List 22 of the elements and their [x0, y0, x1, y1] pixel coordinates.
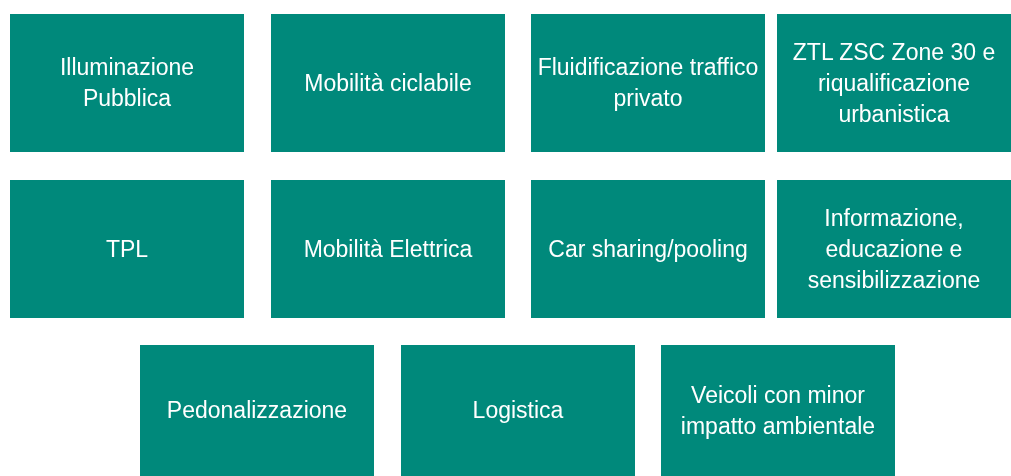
topic-box	[777, 14, 1011, 152]
box-label: Pedonalizzazione	[166, 396, 348, 425]
topic-box	[140, 345, 374, 476]
box-label: ZTL ZSC Zone 30 e riqualificazione urbanistica	[791, 37, 997, 129]
box-label: Mobilità Elettrica	[303, 234, 473, 264]
topic-box	[531, 14, 765, 152]
topic-box	[777, 180, 1011, 318]
box-label: Veicoli con minor impatto ambientale	[679, 380, 877, 441]
box-label: Fluidificazione traffico privato	[537, 53, 759, 113]
topic-box	[661, 345, 895, 476]
topic-box	[531, 180, 765, 318]
box-label: Illuminazione Pubblica	[58, 53, 196, 113]
topic-box	[271, 14, 505, 152]
topic-box	[10, 180, 244, 318]
topic-box	[10, 14, 244, 152]
box-label: Logistica	[472, 396, 564, 425]
box-label: Informazione, educazione e sensibilizzazione	[806, 203, 982, 295]
box-label: Mobilità ciclabile	[304, 68, 472, 98]
topic-box	[401, 345, 635, 476]
box-label: TPL	[105, 234, 149, 264]
topic-box	[271, 180, 505, 318]
box-label: Car sharing/pooling	[548, 234, 748, 264]
